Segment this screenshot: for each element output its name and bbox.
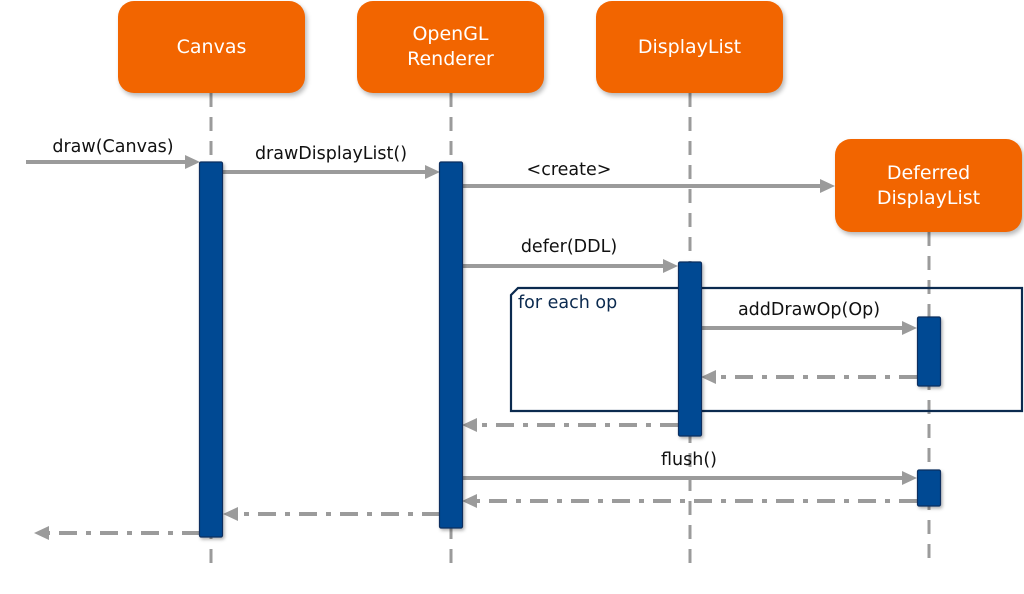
- message-draw-return: [34, 526, 200, 540]
- message-addDrawOp-return: [701, 370, 917, 384]
- message-addDrawOp: [701, 321, 917, 335]
- arrowhead-icon: [701, 370, 716, 384]
- fragment-label: for each op: [518, 293, 618, 313]
- arrowhead-icon: [462, 418, 477, 432]
- message-drawDisplayList-return: [223, 507, 440, 521]
- participant-opengl[interactable]: OpenGL Renderer: [357, 1, 544, 93]
- arrowhead-icon: [663, 259, 678, 273]
- arrowhead-icon: [902, 321, 917, 335]
- participant-ddl[interactable]: Deferred DisplayList: [835, 139, 1022, 232]
- message-label-draw: draw(Canvas): [52, 137, 174, 157]
- arrowhead-icon: [902, 471, 917, 485]
- arrowhead-icon: [462, 494, 477, 508]
- arrowhead-icon: [820, 179, 835, 193]
- message-label-addDrawOp: addDrawOp(Op): [737, 300, 881, 320]
- message-flush: [462, 471, 917, 485]
- message-label-defer: defer(DDL): [520, 237, 618, 257]
- arrowhead-icon: [223, 507, 238, 521]
- participant-canvas[interactable]: Canvas: [118, 1, 305, 93]
- message-draw: [26, 155, 200, 169]
- message-label-flush: flush(): [661, 450, 717, 470]
- participant-displaylist[interactable]: DisplayList: [596, 1, 783, 93]
- activation-bar-ddl: [916, 316, 942, 387]
- activation-bar-ddl: [916, 469, 942, 507]
- fragment-frame-loop: [509, 286, 1024, 413]
- activation-bar-opengl: [438, 161, 464, 529]
- arrowhead-icon: [185, 155, 200, 169]
- activation-bar-canvas: [198, 161, 224, 538]
- activation-bar-displaylist: [677, 261, 703, 437]
- message-flush-return: [462, 494, 917, 508]
- message-defer-return: [462, 418, 678, 432]
- arrowhead-icon: [34, 526, 49, 540]
- message-label-create: <create>: [526, 160, 612, 180]
- message-label-drawDisplayList: drawDisplayList(): [254, 144, 408, 164]
- arrowhead-icon: [425, 165, 440, 179]
- message-drawDisplayList: [223, 165, 440, 179]
- message-defer: [462, 259, 678, 273]
- message-create: [462, 179, 835, 193]
